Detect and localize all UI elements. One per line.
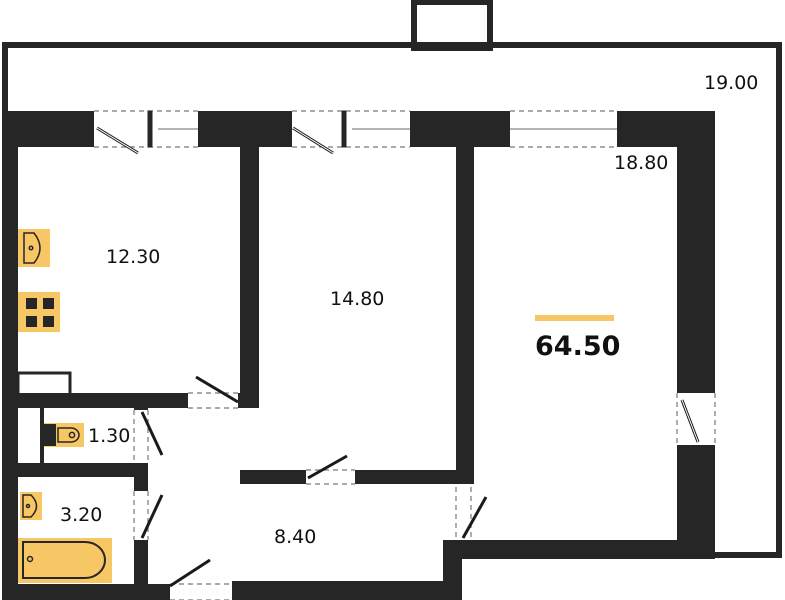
wall-toilet-left: [40, 408, 44, 465]
doors: [140, 375, 700, 588]
room-area-living-room: 18.80: [614, 152, 669, 174]
room-area-balcony: 19.00: [704, 72, 759, 94]
balcony-wall-top: [2, 42, 782, 48]
room-area-hallway: 8.40: [274, 526, 317, 548]
wall-toilet-right: [134, 408, 148, 410]
wall-bedroom-bottom-left: [240, 470, 306, 484]
balcony-wall-left: [2, 42, 8, 112]
room-area-bedroom: 14.80: [330, 288, 385, 310]
wall-bath-right-upper: [134, 463, 148, 491]
balcony-wall-right: [776, 42, 782, 558]
ventilation-shaft: [411, 0, 493, 51]
wall-kitchen-bottom-right: [238, 393, 259, 408]
wall-left: [2, 111, 18, 600]
wall-bedroom-living: [456, 147, 474, 479]
wall-toilet-bottom: [18, 463, 148, 477]
wall-bedroom-bottom-right: [355, 470, 474, 484]
total-area: 64.50: [535, 331, 621, 362]
total-area-accent-bar: [535, 315, 614, 321]
room-area-bathroom: 3.20: [60, 504, 103, 526]
wall-top-mid1: [198, 111, 292, 147]
room-area-toilet: 1.30: [88, 425, 131, 447]
kitchen-cabinet: [16, 371, 72, 397]
wall-living-bottom: [443, 540, 715, 559]
balcony-wall-bottom: [712, 552, 782, 558]
wall-bottom-mid: [232, 581, 462, 600]
wall-kitchen-bottom: [18, 393, 188, 408]
windows: [96, 110, 617, 155]
wall-right-upper: [677, 111, 715, 393]
fixtures: [18, 229, 112, 583]
wall-top-mid2: [410, 111, 510, 147]
wall-bottom-left: [2, 584, 170, 600]
wall-right-lower: [677, 445, 715, 558]
wall-kitchen-bedroom: [240, 147, 259, 405]
room-area-kitchen: 12.30: [106, 246, 161, 268]
